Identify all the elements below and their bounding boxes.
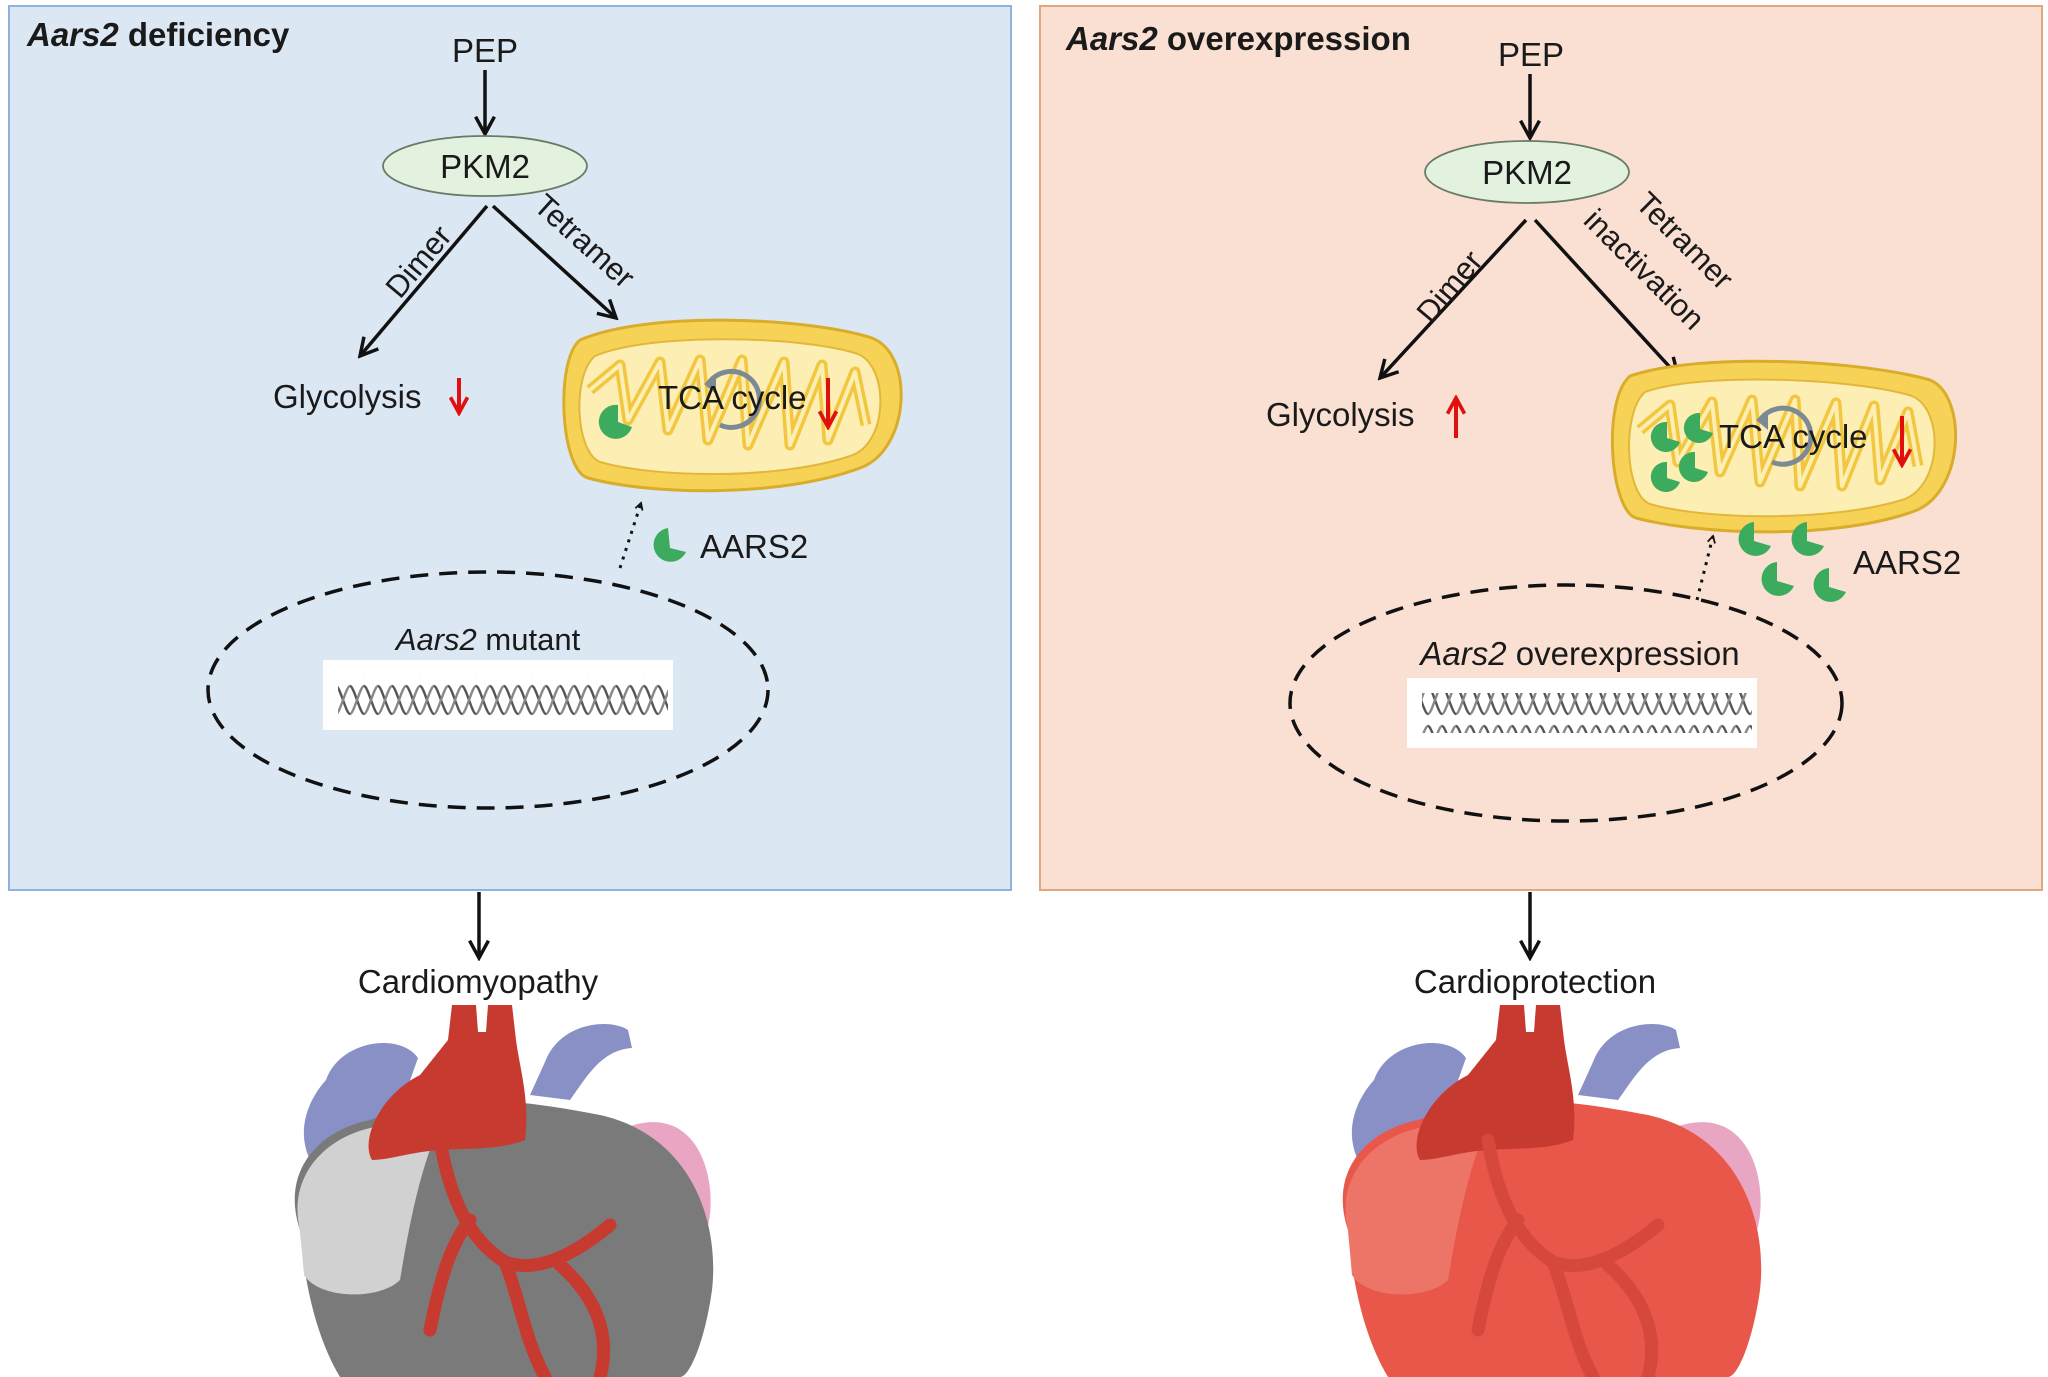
left-pep-label: PEP xyxy=(452,32,518,69)
right-dna-helix xyxy=(1422,693,1752,733)
left-glycolysis-label: Glycolysis xyxy=(273,378,422,415)
left-tca-cycle-icon xyxy=(704,368,762,430)
left-aars2-in-mito xyxy=(598,404,632,439)
right-glycolysis-label: Glycolysis xyxy=(1266,396,1415,433)
right-pkm2-label: PKM2 xyxy=(1482,154,1572,191)
right-panel: Aars2 overexpression PEP PKM2 Dimer Tetr… xyxy=(1039,5,2043,891)
right-aars2-proteins xyxy=(1738,522,1846,602)
right-aars2-label: AARS2 xyxy=(1853,544,1961,581)
left-tca-label: TCA cycle xyxy=(658,379,807,416)
right-tca-label: TCA cycle xyxy=(1719,418,1868,455)
right-tca-cycle-icon xyxy=(1756,405,1814,467)
left-aars2-protein xyxy=(653,528,686,562)
left-panel: Aars2 deficiency PEP PKM2 Dimer Tetramer… xyxy=(8,5,1012,891)
right-aars2-in-mito xyxy=(1650,412,1713,492)
right-pkm2-ellipse xyxy=(1424,140,1630,204)
left-panel-title: Aars2 deficiency xyxy=(26,16,290,53)
left-gene-label: Aars2 mutant xyxy=(394,622,581,657)
left-pkm2-label: PKM2 xyxy=(440,148,530,185)
left-tetramer-arrow xyxy=(491,204,616,318)
right-tetramer-arrow xyxy=(1533,218,1678,376)
right-panel-title: Aars2 overexpression xyxy=(1065,20,1411,57)
left-gene-ellipse xyxy=(206,570,770,810)
right-outcome-label: Cardioprotection xyxy=(1414,963,1656,1000)
right-import-arrow xyxy=(1695,536,1713,601)
right-dimer-arrow xyxy=(1380,218,1528,378)
left-outcome-label: Cardiomyopathy xyxy=(358,963,599,1000)
left-aars2-label: AARS2 xyxy=(700,528,808,565)
healthy-heart-icon xyxy=(1342,1005,1762,1377)
left-dna-helix xyxy=(338,675,668,715)
left-import-arrow xyxy=(618,503,641,569)
left-pkm2-ellipse xyxy=(382,135,588,197)
right-gene-ellipse xyxy=(1288,583,1844,823)
right-pep-label: PEP xyxy=(1498,36,1564,73)
right-gene-label: Aars2 overexpression xyxy=(1418,635,1739,672)
left-dimer-arrow xyxy=(360,204,489,356)
right-mitochondrion xyxy=(1610,359,1958,534)
diseased-heart-icon xyxy=(294,1005,714,1377)
